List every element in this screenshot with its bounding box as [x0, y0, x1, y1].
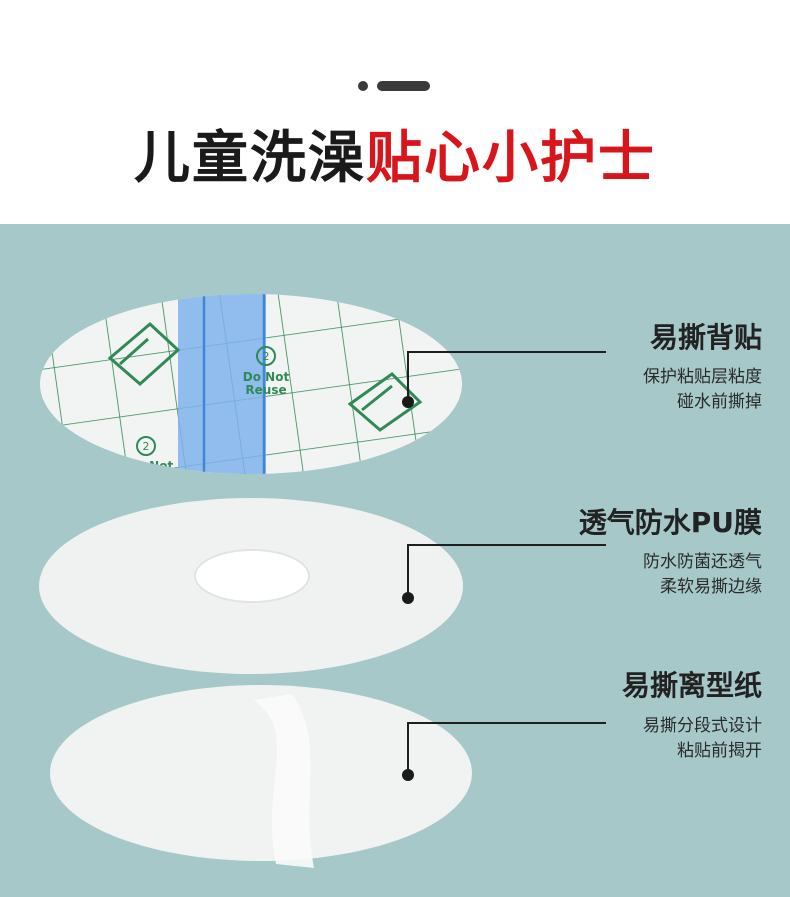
absorbent-pad: [194, 549, 310, 603]
blue-tear-strip: [178, 294, 266, 474]
layer-3-desc-line-1: 易撕分段式设计: [643, 716, 762, 736]
layer-2-desc: 防水防菌还透气 柔软易撕边缘: [643, 550, 762, 600]
layer-1-desc-line-1: 保护粘贴层粘度: [643, 367, 762, 387]
print-reuse: Reuse: [245, 383, 286, 397]
layer-2-desc-line-1: 防水防菌还透气: [643, 552, 762, 572]
release-paper-layer: [50, 685, 472, 868]
do-not-reuse-icon: 2 Do Not Reuse: [243, 346, 290, 397]
title-dark-part: 儿童洗澡: [134, 126, 366, 191]
callout-dots: [402, 396, 414, 781]
layer-1-title: 易撕背贴: [649, 321, 762, 354]
layer-1-desc: 保护粘贴层粘度 碰水前撕掉: [643, 365, 762, 415]
decorative-dot: [358, 81, 368, 91]
backing-sheet-layer: 2 Do Not Reuse 2 Do Not: [40, 294, 462, 474]
layers-panel: 2 Do Not Reuse 2 Do Not: [0, 224, 790, 897]
layer-3-desc-line-2: 粘贴前揭开: [677, 741, 762, 761]
svg-text:2: 2: [263, 350, 270, 363]
callout-lines: [407, 351, 606, 775]
layer-3-desc: 易撕分段式设计 粘贴前揭开: [643, 714, 762, 764]
layer-2-title: 透气防水PU膜: [578, 506, 762, 539]
print-do-not: Do Not: [243, 370, 290, 384]
peel-arrow-icon: [107, 321, 181, 386]
layer-3-title: 易撕离型纸: [621, 669, 762, 702]
pu-film-layer: [39, 498, 463, 674]
release-paper-split-line: [254, 694, 314, 868]
svg-text:2: 2: [143, 440, 150, 453]
layer-1-desc-line-2: 碰水前撕掉: [677, 392, 762, 412]
page-title: 儿童洗澡贴心小护士: [0, 124, 790, 194]
layer-2-desc-line-2: 柔软易撕边缘: [660, 577, 762, 597]
header-section: 儿童洗澡贴心小护士: [0, 0, 790, 224]
layers-illustration: 2 Do Not Reuse 2 Do Not: [0, 224, 790, 897]
decorative-dash: [377, 81, 430, 91]
peel-arrow-icon-right: [347, 372, 423, 432]
title-red-part: 贴心小护士: [366, 126, 656, 191]
